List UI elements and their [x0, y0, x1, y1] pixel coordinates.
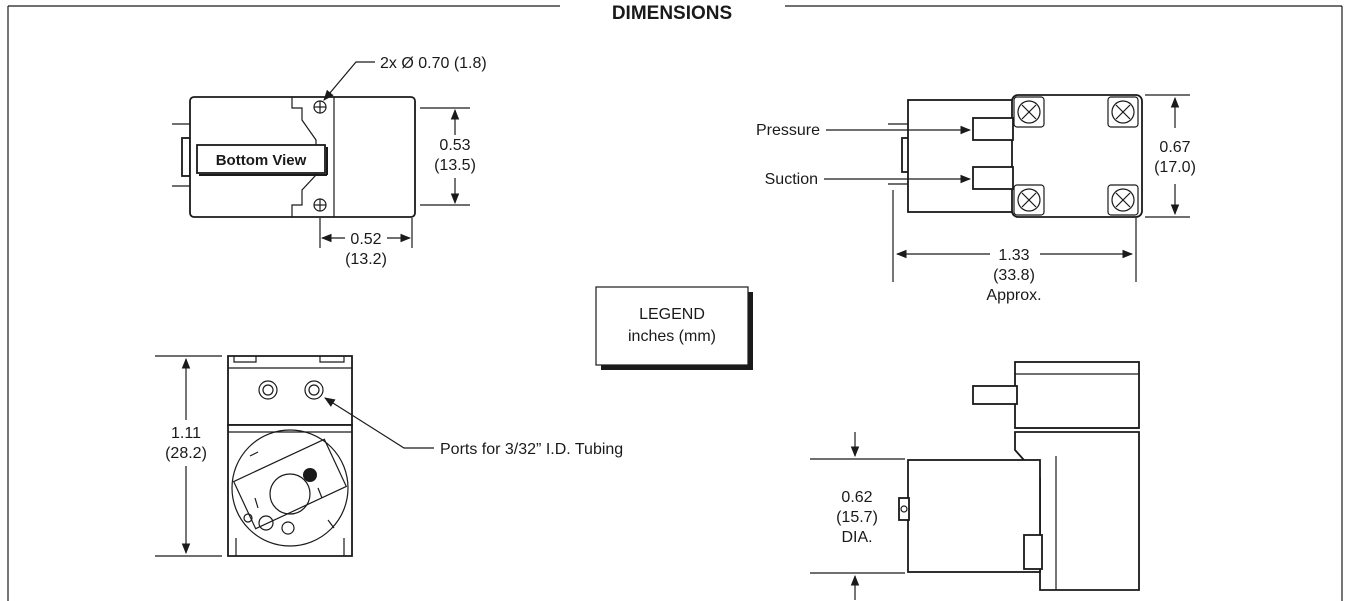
- screw-icon: [1107, 96, 1139, 128]
- frame: [7, 5, 1343, 601]
- front-height-in: 1.11: [171, 425, 201, 442]
- bottom-height-in: 0.53: [439, 137, 470, 154]
- side-dia-note: DIA.: [841, 529, 872, 546]
- bottom-height-mm: (13.5): [434, 157, 476, 174]
- hole-callout: 2x Ø 0.70 (1.8): [380, 55, 487, 72]
- bottom-width-mm: (13.2): [345, 251, 387, 268]
- top-height-in: 0.67: [1159, 139, 1190, 156]
- top-length-in: 1.33: [998, 247, 1029, 264]
- top-height-mm: (17.0): [1154, 159, 1196, 176]
- port-icon: [258, 380, 278, 400]
- legend-units: inches (mm): [628, 328, 716, 345]
- mounting-hole-icon: [313, 198, 327, 212]
- side-dia-in: 0.62: [841, 489, 872, 506]
- front-view: 1.11 (28.2) Ports for 3/32” I.D. Tubing: [155, 355, 623, 557]
- page-title: DIMENSIONS: [612, 3, 732, 24]
- side-dia-mm: (15.7): [836, 509, 878, 526]
- mounting-hole-icon: [313, 100, 327, 114]
- legend-title: LEGEND: [639, 306, 705, 323]
- front-height-mm: (28.2): [165, 445, 207, 462]
- bottom-width-in: 0.52: [350, 231, 381, 248]
- screw-icon: [1013, 96, 1045, 128]
- pressure-label: Pressure: [756, 122, 820, 139]
- bottom-view: Bottom View 2x Ø 0.70 (1.8) 0.53 (13.5) …: [172, 55, 487, 268]
- port-icon: [304, 380, 324, 400]
- suction-label: Suction: [765, 171, 818, 188]
- bottom-view-label: Bottom View: [216, 152, 307, 169]
- screw-icon: [1013, 184, 1045, 216]
- top-view: Pressure Suction 0.67 (17.0) 1.33 (33.8)…: [756, 94, 1196, 304]
- ports-label: Ports for 3/32” I.D. Tubing: [440, 441, 623, 458]
- screw-icon: [1107, 184, 1139, 216]
- top-length-note: Approx.: [986, 287, 1041, 304]
- top-length-mm: (33.8): [993, 267, 1035, 284]
- legend-box: LEGEND inches (mm): [595, 286, 753, 370]
- side-view: 0.62 (15.7) DIA.: [810, 361, 1140, 600]
